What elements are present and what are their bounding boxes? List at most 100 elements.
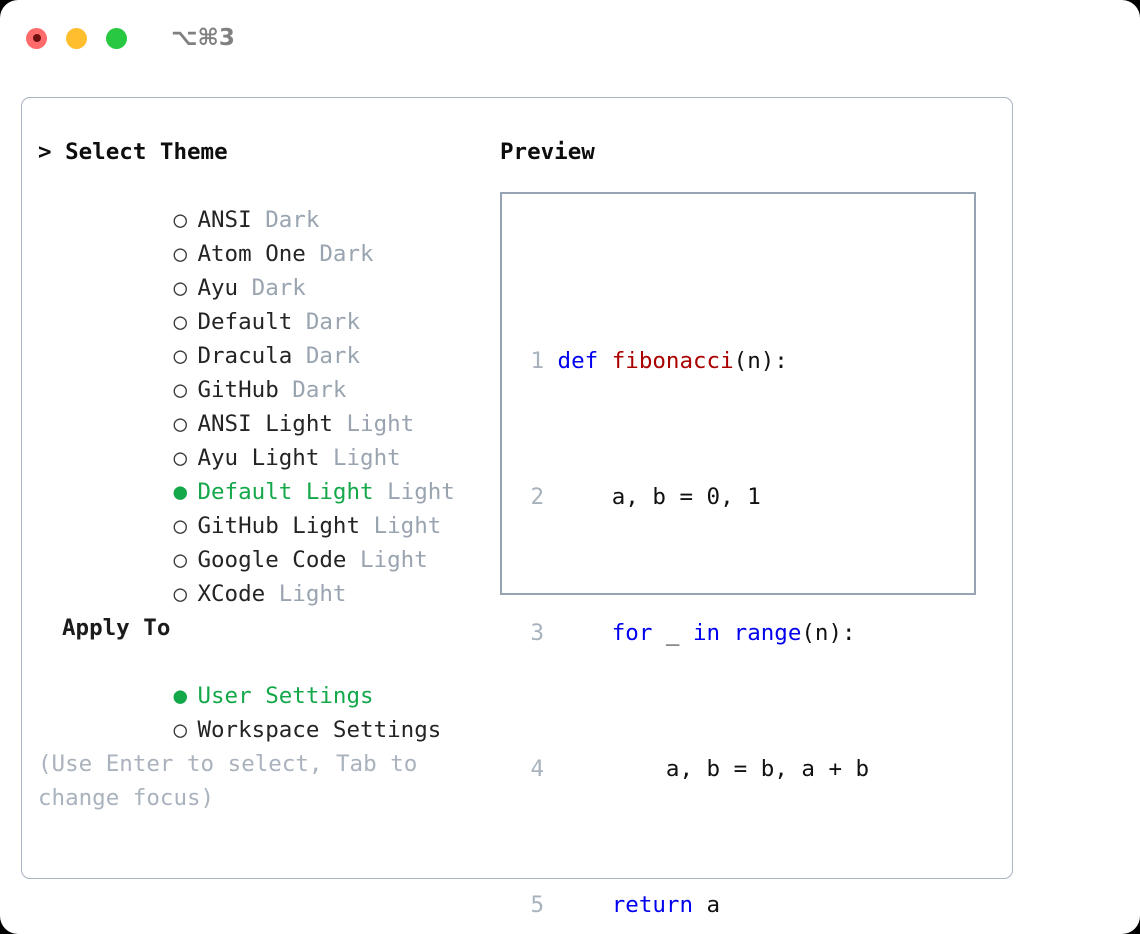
code-token: a, b = 0, 1: [557, 484, 761, 510]
maximize-window-button[interactable]: [106, 27, 127, 49]
theme-option-default-light[interactable]: ● Default Light Light: [38, 441, 488, 505]
theme-option-google-code[interactable]: ○ Google Code Light: [38, 509, 488, 573]
theme-option-label: Ayu Light: [197, 445, 320, 471]
preview-box: 1 def fibonacci(n): 2 a, b = 0, 1 3 for …: [500, 192, 976, 918]
theme-option-tag-text: Light: [373, 513, 442, 539]
code-token: [558, 620, 612, 646]
theme-option-label: Dracula: [197, 343, 293, 369]
keyboard-hint-line-1: (Use Enter to select, Tab to: [38, 751, 418, 777]
radio-icon: ○: [173, 275, 188, 301]
code-token: [558, 892, 612, 918]
theme-option-tag: [238, 275, 252, 301]
code-token: (n):: [733, 348, 788, 374]
theme-option-tag-text: Dark: [292, 377, 347, 403]
code-token: in range: [693, 620, 802, 646]
code-token: for: [611, 620, 653, 646]
radio-icon: ○: [173, 581, 188, 607]
close-window-button[interactable]: [26, 27, 47, 49]
radio-icon: ○: [173, 241, 188, 267]
preview-code: 1 def fibonacci(n): 2 a, b = 0, 1 3 for …: [518, 242, 896, 934]
theme-option-label: Ayu: [197, 275, 239, 301]
window-titlebar: ⌥⌘3: [0, 0, 1140, 76]
code-token: fibonacci: [611, 348, 734, 374]
theme-option-tag-text: Dark: [251, 275, 306, 301]
theme-picker-panel: > Select Theme ○ANSI Dark ○Atom One Dark…: [21, 97, 1013, 918]
theme-option-github-dark[interactable]: ○ GitHub Dark: [38, 339, 488, 403]
radio-icon-selected: ●: [173, 479, 188, 505]
apply-to-option-label: Workspace Settings: [197, 717, 442, 743]
radio-icon-selected: ●: [173, 683, 188, 709]
code-token: def: [557, 348, 612, 374]
theme-option-tag-text: Dark: [319, 241, 374, 267]
theme-option-tag: [374, 479, 388, 505]
theme-option-tag: [279, 377, 293, 403]
keyboard-shortcut-label: ⌥⌘3: [171, 25, 235, 51]
theme-option-github-light[interactable]: ○ GitHub Light Light: [38, 475, 488, 539]
radio-icon: ○: [173, 207, 188, 233]
theme-option-dracula-dark[interactable]: ○ Dracula Dark: [38, 305, 488, 369]
theme-option-tag-text: Light: [346, 411, 415, 437]
code-token: _: [652, 620, 694, 646]
radio-icon: ○: [173, 343, 188, 369]
apply-to-option-label: User Settings: [197, 683, 374, 709]
theme-option-label: ANSI Light: [197, 411, 333, 437]
apply-to-option-workspace-settings[interactable]: ○ Workspace Settings: [38, 679, 488, 743]
code-token: a, b = b, a + b: [557, 756, 870, 782]
theme-option-label: GitHub: [197, 377, 279, 403]
preview-title: Preview: [500, 139, 595, 165]
theme-option-tag: [292, 309, 306, 335]
code-token: a: [693, 892, 721, 918]
radio-icon: ○: [173, 309, 188, 335]
radio-icon: ○: [173, 411, 188, 437]
code-line: 1 def fibonacci(n):: [518, 344, 896, 378]
theme-option-ansi-dark[interactable]: ○ANSI Dark: [38, 169, 488, 233]
theme-option-default-dark[interactable]: ○ Default Dark: [38, 271, 488, 335]
theme-option-tag-text: Light: [387, 479, 455, 505]
code-line: 3 for _ in range(n):: [518, 616, 896, 650]
line-number: 5: [530, 892, 544, 918]
theme-option-tag: [360, 513, 374, 539]
theme-option-tag-text: Light: [278, 581, 347, 607]
radio-icon: ○: [173, 547, 188, 573]
traffic-lights: [26, 27, 127, 49]
theme-option-xcode[interactable]: ○ XCode Light: [38, 543, 488, 607]
line-number: 1: [530, 348, 544, 374]
apply-to-header: Apply To: [62, 615, 171, 641]
theme-option-tag: [252, 207, 266, 233]
theme-option-tag-text: Dark: [305, 309, 361, 335]
theme-option-tag: [265, 581, 279, 607]
theme-option-tag: [319, 445, 333, 471]
theme-option-tag-text: Dark: [305, 343, 361, 369]
theme-option-ansi-light[interactable]: ○ ANSI Light Light: [38, 373, 488, 437]
code-line: 4 a, b = b, a + b: [518, 752, 896, 786]
radio-icon: ○: [173, 717, 188, 743]
theme-option-ayu-dark[interactable]: ○ Ayu Dark: [38, 237, 488, 301]
theme-option-label: Google Code: [197, 547, 347, 573]
preview-column: Preview 1 def fibonacci(n): 2 a, b = 0, …: [500, 135, 1000, 918]
theme-option-tag: [333, 411, 347, 437]
minimize-window-button[interactable]: [66, 27, 87, 49]
theme-option-atom-one-dark[interactable]: ○Atom One Dark: [38, 203, 488, 267]
line-number: 4: [530, 756, 544, 782]
theme-option-ayu-light[interactable]: ○ Ayu Light Light: [38, 407, 488, 471]
code-token: (n):: [801, 620, 856, 646]
radio-icon: ○: [173, 445, 188, 471]
theme-option-tag: [306, 241, 320, 267]
theme-option-label: Default Light: [197, 479, 374, 505]
keyboard-hint-line-2: change focus): [38, 785, 215, 811]
theme-option-label: GitHub Light: [197, 513, 361, 539]
code-line: 5 return a: [518, 888, 896, 922]
theme-option-label: Default: [197, 309, 293, 335]
line-number: 2: [530, 484, 544, 510]
line-number: 3: [530, 620, 544, 646]
theme-option-tag: [292, 343, 306, 369]
theme-option-label: XCode: [197, 581, 266, 607]
theme-option-tag: [346, 547, 360, 573]
theme-option-tag-text: Light: [360, 547, 428, 573]
radio-icon: ○: [173, 377, 188, 403]
theme-option-label: ANSI: [197, 207, 252, 233]
radio-icon: ○: [173, 513, 188, 539]
theme-selection-column: > Select Theme ○ANSI Dark ○Atom One Dark…: [38, 135, 488, 815]
apply-to-option-user-settings[interactable]: ● User Settings: [38, 645, 488, 709]
